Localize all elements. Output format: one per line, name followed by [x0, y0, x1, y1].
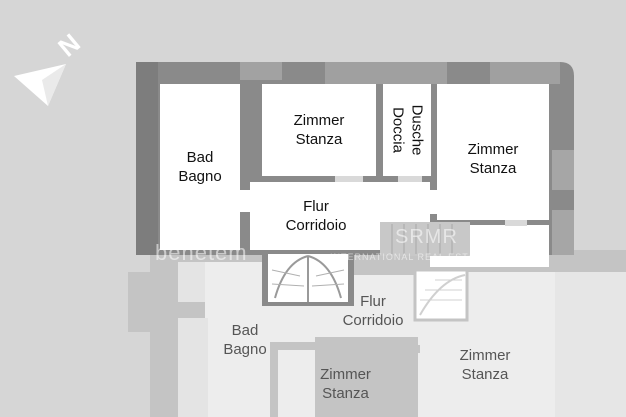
watermark-left: benetem [155, 240, 248, 265]
watermark-sub: INTERNATIONAL REAL ESTATE [330, 252, 488, 262]
north-arrow-icon [14, 64, 66, 106]
watermark-center: SRMR [395, 226, 458, 248]
room-bad-upper [160, 84, 240, 250]
